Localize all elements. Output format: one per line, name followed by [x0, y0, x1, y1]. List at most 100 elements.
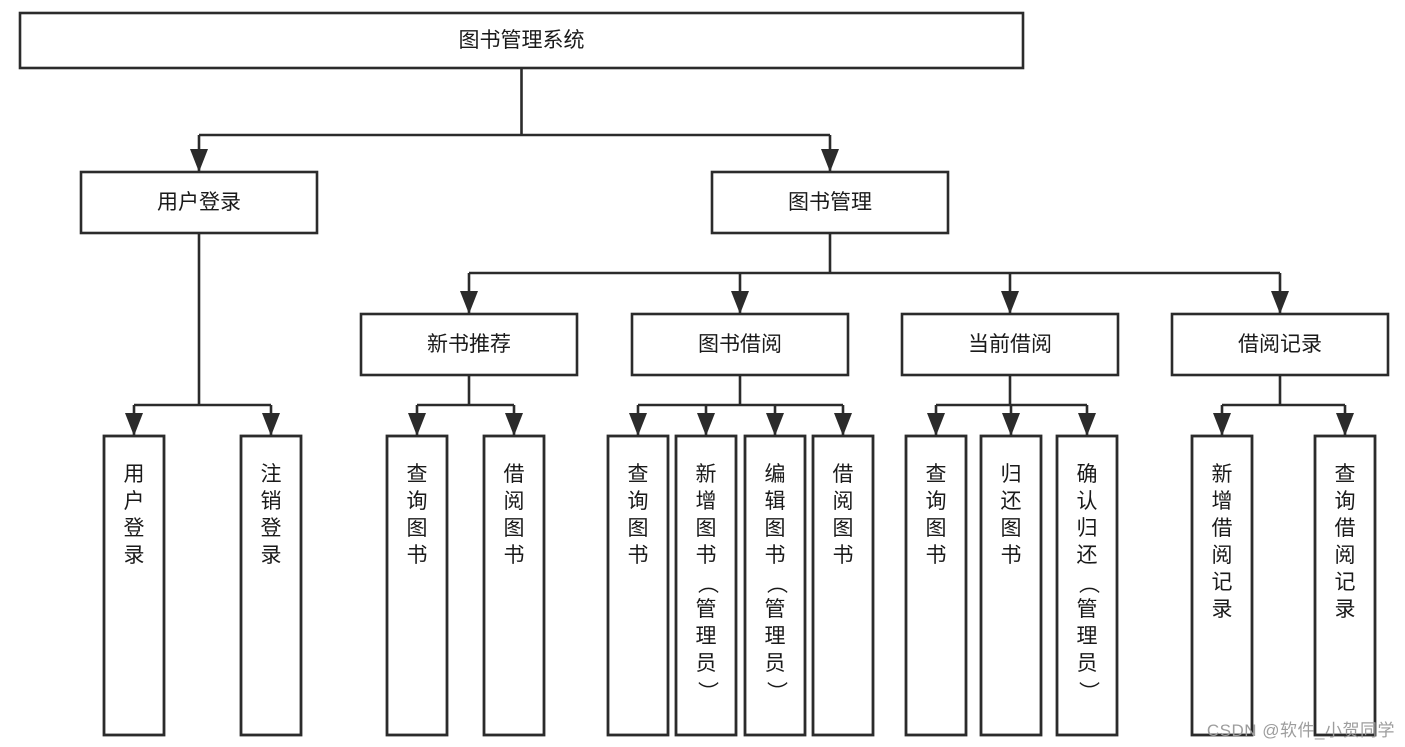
node-label-char: 户 [124, 490, 145, 513]
arrow-head-icon [460, 291, 478, 314]
node-box [979, 434, 1043, 737]
node-label-char: 记 [1212, 571, 1233, 594]
arrow-head-icon [190, 149, 208, 172]
node-label-char: ） [695, 681, 718, 702]
node-current[interactable]: 当前借阅 [900, 312, 1120, 377]
node-label-char: ） [1076, 681, 1099, 702]
node-label-char: 归 [1001, 463, 1022, 486]
arrow-head-icon [1001, 291, 1019, 314]
node-label-char: （ [695, 573, 718, 594]
node-label-char: 登 [124, 517, 145, 540]
node-root[interactable]: 图书管理系统 [18, 11, 1025, 70]
node-box [18, 11, 1025, 70]
node-label-char: 用 [124, 463, 145, 486]
node-label: 新书推荐 [427, 333, 511, 356]
node-label-char: 图 [1001, 517, 1022, 540]
node-label-char: 辑 [765, 490, 786, 513]
node-box [1170, 312, 1390, 377]
arrow-head-icon [927, 413, 945, 436]
node-label-char: 图 [407, 517, 428, 540]
node-label-char: 录 [1212, 598, 1233, 621]
node-login[interactable]: 用户登录 [79, 170, 319, 235]
node-label-char: 借 [504, 463, 525, 486]
node-label-char: 图 [765, 517, 786, 540]
node-label: 当前借阅 [968, 333, 1052, 356]
node-label: 借阅记录 [1238, 333, 1322, 356]
node-label-char: 确 [1077, 463, 1098, 486]
node-label-char: 注 [261, 463, 282, 486]
node-borrow[interactable]: 图书借阅 [630, 312, 850, 377]
node-box [743, 434, 807, 737]
node-box [359, 312, 579, 377]
node-label-char: 新 [696, 463, 717, 486]
node-label-char: 借 [1335, 517, 1356, 540]
arrow-head-icon [408, 413, 426, 436]
node-label-char: 还 [1001, 490, 1022, 513]
node-label-char: 图 [833, 517, 854, 540]
node-label-char: 询 [407, 490, 428, 513]
node-label-char: 书 [696, 544, 717, 567]
node-bookmgmt[interactable]: 图书管理 [710, 170, 950, 235]
node-label-char: 书 [833, 544, 854, 567]
node-label-char: 书 [1001, 544, 1022, 567]
node-label-char: （ [764, 573, 787, 594]
node-label-char: 查 [628, 463, 649, 486]
node-label-char: 图 [926, 517, 947, 540]
node-layer: 图书管理系统用户登录图书管理新书推荐图书借阅当前借阅借阅记录用户登录注销登录查询… [18, 11, 1390, 737]
node-box [1190, 434, 1254, 737]
node-label-char: 管 [765, 598, 786, 621]
node-label-char: 管 [696, 598, 717, 621]
node-label-char: 书 [926, 544, 947, 567]
node-label-char: 查 [407, 463, 428, 486]
arrow-head-icon [1078, 413, 1096, 436]
node-label-char: 理 [765, 625, 786, 648]
arrow-head-icon [1213, 413, 1231, 436]
node-box [904, 434, 968, 737]
node-label-char: 询 [1335, 490, 1356, 513]
node-label-char: 书 [407, 544, 428, 567]
node-box [79, 170, 319, 235]
arrow-head-icon [731, 291, 749, 314]
node-label-char: 理 [696, 625, 717, 648]
node-label-char: 阅 [504, 490, 525, 513]
node-label-char: 管 [1077, 598, 1098, 621]
node-label-char: 图 [628, 517, 649, 540]
arrow-head-icon [821, 149, 839, 172]
node-label: 图书借阅 [698, 333, 782, 356]
node-label-char: 新 [1212, 463, 1233, 486]
node-leaf-login-1[interactable]: 用户登录 [102, 434, 166, 737]
edge-layer [125, 68, 1354, 436]
node-label: 用户登录 [157, 191, 241, 214]
node-label-char: 查 [1335, 463, 1356, 486]
node-label-char: 增 [1212, 490, 1233, 513]
node-label-char: （ [1076, 573, 1099, 594]
arrow-head-icon [1271, 291, 1289, 314]
node-label-char: 录 [1335, 598, 1356, 621]
node-label-char: 书 [765, 544, 786, 567]
node-label-char: 员 [696, 652, 717, 675]
node-records[interactable]: 借阅记录 [1170, 312, 1390, 377]
node-label-char: 书 [628, 544, 649, 567]
node-newbook[interactable]: 新书推荐 [359, 312, 579, 377]
node-box [1313, 434, 1377, 737]
node-box [1055, 434, 1119, 737]
node-box [606, 434, 670, 737]
node-label-char: 借 [1212, 517, 1233, 540]
node-label-char: 借 [833, 463, 854, 486]
node-label-char: 销 [261, 490, 282, 513]
arrow-head-icon [766, 413, 784, 436]
node-box [102, 434, 166, 737]
